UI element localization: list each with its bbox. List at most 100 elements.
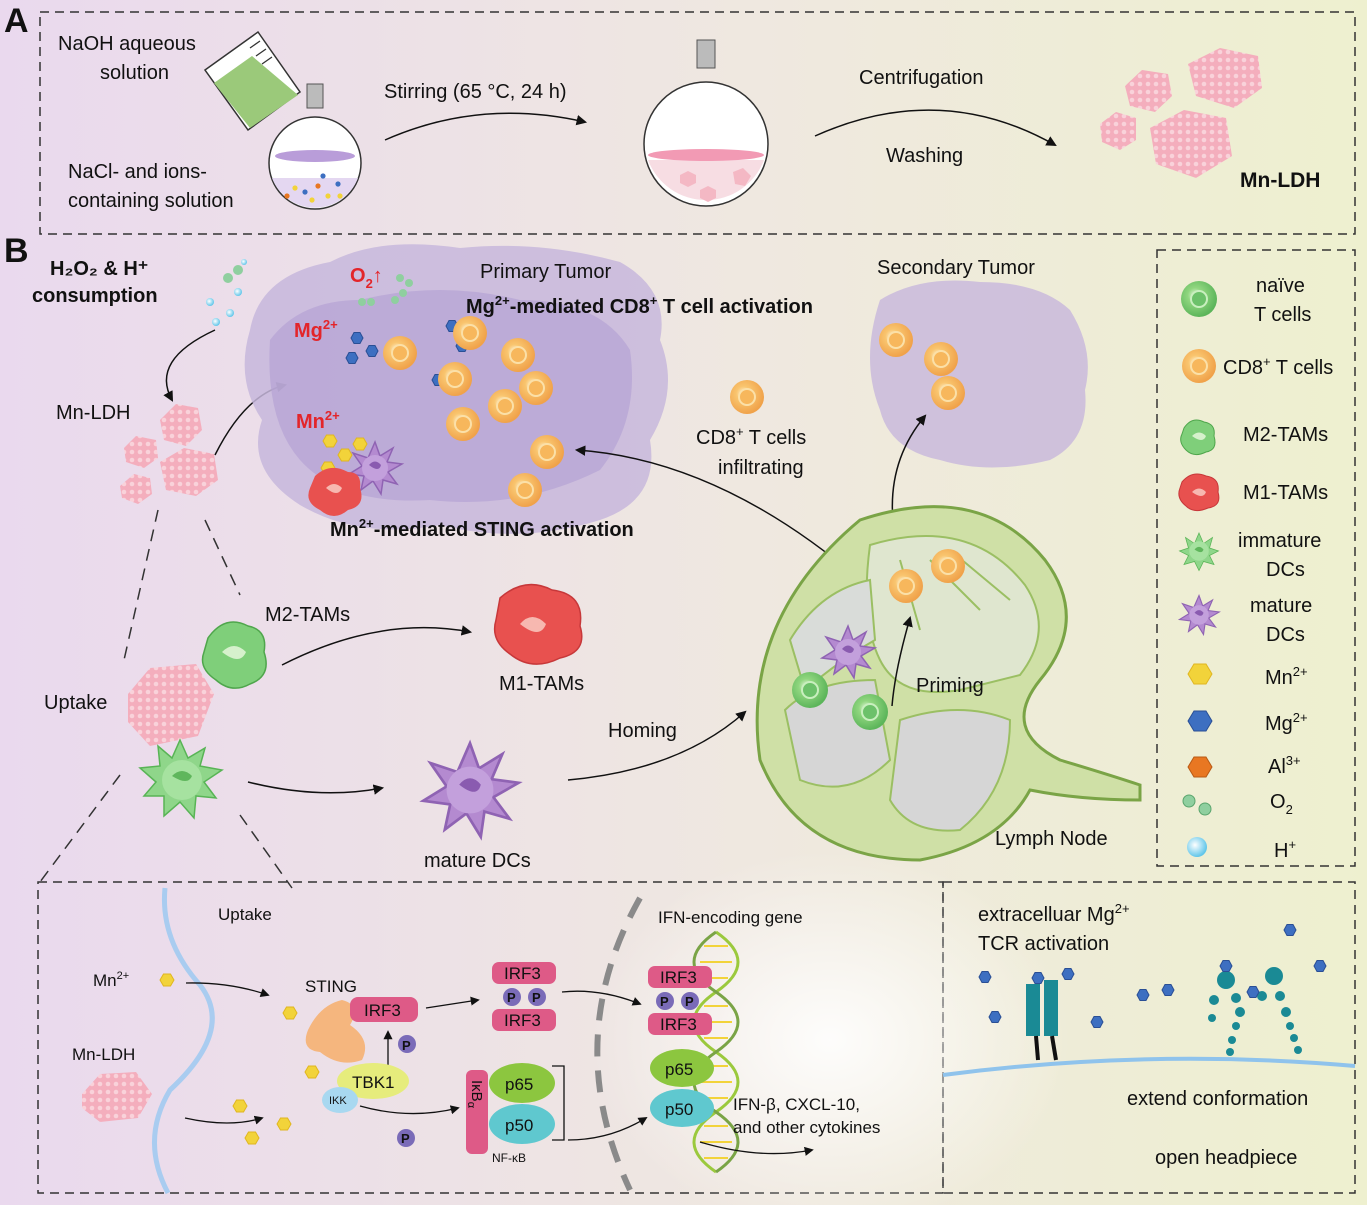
uptake-ldh-crystal	[128, 664, 214, 746]
uptake-pathway-label: Uptake	[218, 905, 272, 924]
priming-arrow	[891, 615, 913, 707]
m1-tam-icon	[1178, 473, 1220, 512]
sting-mn-ion	[282, 1006, 298, 1020]
stirring-label: Stirring (65 °C, 24 h)	[384, 81, 567, 103]
nfkb-label: NF-κB	[492, 1151, 526, 1165]
p50-label: p50	[505, 1116, 533, 1135]
irf3-nuclear-p2: P	[685, 994, 694, 1009]
svg-text:M2-TAMs: M2-TAMs	[1243, 424, 1328, 446]
svg-text:H+: H+	[1274, 837, 1296, 862]
centrifugation-arrow	[814, 109, 1057, 147]
svg-text:M1-TAMs: M1-TAMs	[1243, 482, 1328, 504]
irf3-dimer-p1: P	[507, 990, 516, 1005]
uptake-label: Uptake	[44, 692, 107, 714]
irf3-translocate-arrow	[425, 996, 480, 1009]
cd8-activation-label: Mg2+-mediated CD8+ T cell activation	[466, 293, 813, 318]
naoh-label: NaOH aqueous solution	[58, 33, 201, 84]
o2-label: O2↑	[350, 265, 383, 291]
cytokine-release-arrow	[699, 1141, 814, 1156]
ikb-protein	[466, 1070, 488, 1154]
flask-icon	[268, 83, 362, 210]
svg-text:DCs: DCs	[1266, 624, 1305, 646]
p50-nuclear-label: p50	[665, 1100, 693, 1119]
flask-product-icon	[643, 39, 769, 207]
mn-entry-arrow	[185, 982, 270, 997]
homing-label: Homing	[608, 720, 677, 742]
irf3-sting	[350, 997, 418, 1022]
mn-ion-pathway-icon	[159, 973, 175, 987]
irf3-dimer-bottom-label: IRF3	[504, 1011, 541, 1030]
p65-protein	[489, 1063, 555, 1103]
m2-tams-label: M2-TAMs	[265, 604, 350, 626]
extend-conformation-label: extend conformation	[1127, 1088, 1308, 1110]
panel-a-frame	[39, 11, 1356, 235]
svg-text:Al3+: Al3+	[1268, 753, 1301, 778]
consumption-arrow	[163, 329, 216, 402]
p65-nuclear	[650, 1049, 714, 1087]
svg-text:O2: O2	[1270, 791, 1293, 817]
tcr-bound-mg-2	[1219, 960, 1233, 972]
irf3-to-nucleus-arrow	[561, 990, 642, 1006]
irf3-nuclear-bottom-label: IRF3	[660, 1015, 697, 1034]
ldh-entry-arrow	[184, 1115, 264, 1125]
tumor-m1-tam	[308, 467, 362, 516]
irf3-nuclear-dimer	[648, 966, 712, 1035]
svg-text:mature: mature	[1250, 595, 1312, 617]
p65-nuclear-label: p65	[665, 1060, 693, 1079]
h-ion-icon	[1187, 837, 1207, 857]
lymph-node-label: Lymph Node	[995, 828, 1108, 850]
p-ikb	[397, 1129, 415, 1147]
sting-mn-ion-2	[304, 1065, 320, 1079]
irf3-sting-label: IRF3	[364, 1001, 401, 1020]
zoom-line-1	[123, 509, 159, 661]
irf3-dimer-top-label: IRF3	[504, 964, 541, 983]
mn-ldh-pathway-crystal	[82, 1072, 152, 1122]
panel-a-label: A	[4, 2, 29, 40]
zoom-line-4	[239, 814, 293, 889]
m1-tams-label: M1-TAMs	[499, 673, 584, 695]
immature-dc-icon	[1178, 532, 1220, 572]
tcr-title: extracelluar Mg2+ TCR activation	[978, 896, 1135, 955]
tbk1-protein	[337, 1063, 409, 1099]
irf3-dimer-p2: P	[532, 990, 541, 1005]
tcr-open-receptors	[1208, 967, 1302, 1056]
irf3-nuclear-p1: P	[660, 994, 669, 1009]
nacl-label: NaCl- and ions- containing solution	[68, 161, 234, 212]
p50-protein	[489, 1104, 555, 1144]
irf3-nuclear-top-label: IRF3	[660, 968, 697, 987]
irf3-dimer	[492, 962, 556, 1031]
svg-text:Mn2+: Mn2+	[1265, 664, 1308, 689]
secondary-tumor-label: Secondary Tumor	[877, 257, 1035, 279]
ifn-gene-label: IFN-encoding gene	[658, 908, 803, 927]
mg-label: Mg2+	[294, 317, 338, 342]
ikb-label: IκBα	[465, 1080, 485, 1109]
svg-text:naïve: naïve	[1256, 275, 1305, 297]
infiltration-arrow	[574, 445, 861, 581]
cd8-infiltrating-label: CD8+ T cells infiltrating	[696, 424, 812, 479]
cytokines-label: IFN-β, CXCL-10, and other cytokines	[733, 1095, 880, 1137]
nfkb-to-nucleus-arrow	[567, 1117, 648, 1141]
tcell-membrane	[942, 1056, 1356, 1077]
zoom-line-2	[204, 519, 241, 596]
o2-molecule-icon	[1182, 794, 1212, 816]
sting-label: STING	[305, 977, 357, 996]
svg-text:immature: immature	[1238, 530, 1321, 552]
m1-tam-cell	[493, 583, 583, 665]
beaker-icon	[203, 30, 302, 132]
mn-ldh-product-label: Mn-LDH	[1240, 169, 1320, 192]
mn-ion-pathway-label: Mn2+	[93, 970, 129, 990]
homing-arrow	[567, 710, 747, 781]
stirring-arrow	[384, 112, 588, 141]
legend: naïve T cells CD8+ T cells M2-TAMs M1-TA…	[1178, 275, 1333, 862]
cell-membrane	[152, 887, 215, 1195]
svg-text:CD8+ T cells: CD8+ T cells	[1223, 354, 1333, 379]
p50-nuclear	[650, 1089, 714, 1127]
mn-ldh-crystals-icon	[1100, 48, 1262, 178]
mn-ldh-pathway-label: Mn-LDH	[72, 1045, 135, 1064]
panel-b-label: B	[4, 232, 29, 270]
tcr-bound-mg	[1246, 986, 1260, 998]
svg-text:DCs: DCs	[1266, 559, 1305, 581]
consumption-label: H₂O₂ & H⁺ consumption	[32, 258, 158, 307]
nuclear-envelope	[594, 896, 643, 1192]
